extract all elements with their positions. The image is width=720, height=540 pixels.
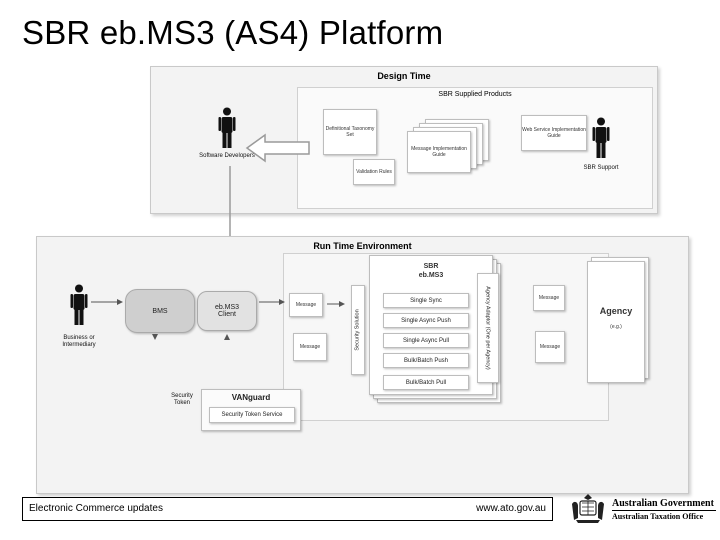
sbr-support-label: SBR Support [583, 165, 619, 171]
security-token-service-label: Security Token Service [221, 412, 283, 418]
taxonomy-document: Definitional Taxonomy Set [323, 109, 377, 155]
business-person-icon [70, 284, 88, 325]
service-bulk-batch-pull: Bulk/Batch Pull [383, 375, 469, 390]
slide-title: SBR eb.MS3 (AS4) Platform [22, 14, 444, 51]
ebms-up-arrow-icon [224, 334, 230, 340]
software-developers-label: Software Developers [199, 153, 255, 159]
bms-down-arrow-icon [152, 334, 158, 340]
client-to-message-arrow-icon [259, 299, 285, 305]
message-document-1-label: Message [295, 302, 317, 308]
service-bulk-batch-push: Bulk/Batch Push [383, 353, 469, 368]
service-single-async-pull-label: Single Async Pull [402, 337, 450, 344]
run-time-title: Run Time Environment [313, 241, 412, 251]
ebms-client-line1: eb.MS3 [214, 304, 240, 311]
sbr-title-line2: eb.MS3 [418, 272, 444, 279]
security-token-service-box: Security Token Service [209, 407, 295, 423]
ebms-client-line2: Client [218, 311, 236, 318]
agency-label: Agency [599, 306, 633, 316]
message-document-3: Message [533, 285, 565, 311]
service-bulk-batch-push-label: Bulk/Batch Push [403, 357, 449, 364]
message-document-3-label: Message [538, 295, 560, 301]
service-bulk-batch-pull-label: Bulk/Batch Pull [405, 379, 447, 386]
government-crest-icon [572, 494, 604, 523]
validation-rules-document: Validation Rules [353, 159, 395, 185]
service-single-async-push: Single Async Push [383, 313, 469, 328]
run-time-panel: Run Time Environment Business or Interme… [36, 236, 689, 494]
hollow-left-arrow-icon [245, 133, 310, 163]
software-developers-person-icon [218, 107, 236, 148]
service-single-sync-label: Single Sync [410, 297, 442, 304]
footer-right-text: www.ato.gov.au [476, 503, 546, 514]
message-document-2: Message [293, 333, 327, 361]
gov-line2: Australian Taxation Office [612, 512, 704, 521]
agency-note: (e.g.) [610, 324, 622, 330]
bms-box: BMS [125, 289, 195, 333]
bms-label: BMS [152, 307, 168, 315]
taxonomy-document-label: Definitional Taxonomy Set [325, 126, 375, 138]
design-time-panel: Design Time SBR Supplied Products Defini… [150, 66, 658, 214]
message-to-security-arrow-icon [327, 301, 345, 307]
business-to-bms-arrow-icon [91, 299, 123, 305]
footer-left-text: Electronic Commerce updates [29, 503, 163, 514]
message-document-2-label: Message [299, 344, 321, 350]
security-solution-label: Security Solution [355, 309, 361, 351]
agency-adaptor-label: Agency Adaptor (One per Agency) [485, 286, 491, 370]
service-single-sync: Single Sync [383, 293, 469, 308]
vanguard-title: VANguard [231, 393, 271, 402]
gov-wordmark: Australian Government Australian Taxatio… [612, 498, 716, 521]
footer-bar: Electronic Commerce updates www.ato.gov.… [22, 497, 553, 521]
service-single-async-push-label: Single Async Push [401, 317, 451, 324]
gov-line1: Australian Government [612, 498, 716, 511]
message-document-1: Message [289, 293, 323, 317]
message-guide-document: Message Implementation Guide [407, 131, 471, 173]
security-token-label: Security Token [171, 393, 193, 406]
ebms-client-box: eb.MS3 Client [197, 291, 257, 331]
service-single-async-pull: Single Async Pull [383, 333, 469, 348]
agency-sheet: Agency (e.g.) [587, 261, 645, 383]
validation-rules-label: Validation Rules [356, 169, 392, 175]
message-document-4-label: Message [539, 344, 561, 350]
business-label: Business or Intermediary [62, 335, 96, 348]
message-document-4: Message [535, 331, 565, 363]
design-time-title: Design Time [377, 71, 431, 81]
security-solution-bar: Security Solution [351, 285, 365, 375]
sbr-support-person-icon [592, 117, 610, 158]
products-title: SBR Supplied Products [438, 91, 512, 98]
message-guide-label: Message Implementation Guide [411, 146, 467, 158]
web-service-guide-label: Web Service Implementation Guide [522, 127, 586, 139]
sbr-title-line1: SBR [423, 263, 439, 270]
web-service-guide-document: Web Service Implementation Guide [521, 115, 587, 151]
agency-adaptor-bar: Agency Adaptor (One per Agency) [477, 273, 499, 383]
